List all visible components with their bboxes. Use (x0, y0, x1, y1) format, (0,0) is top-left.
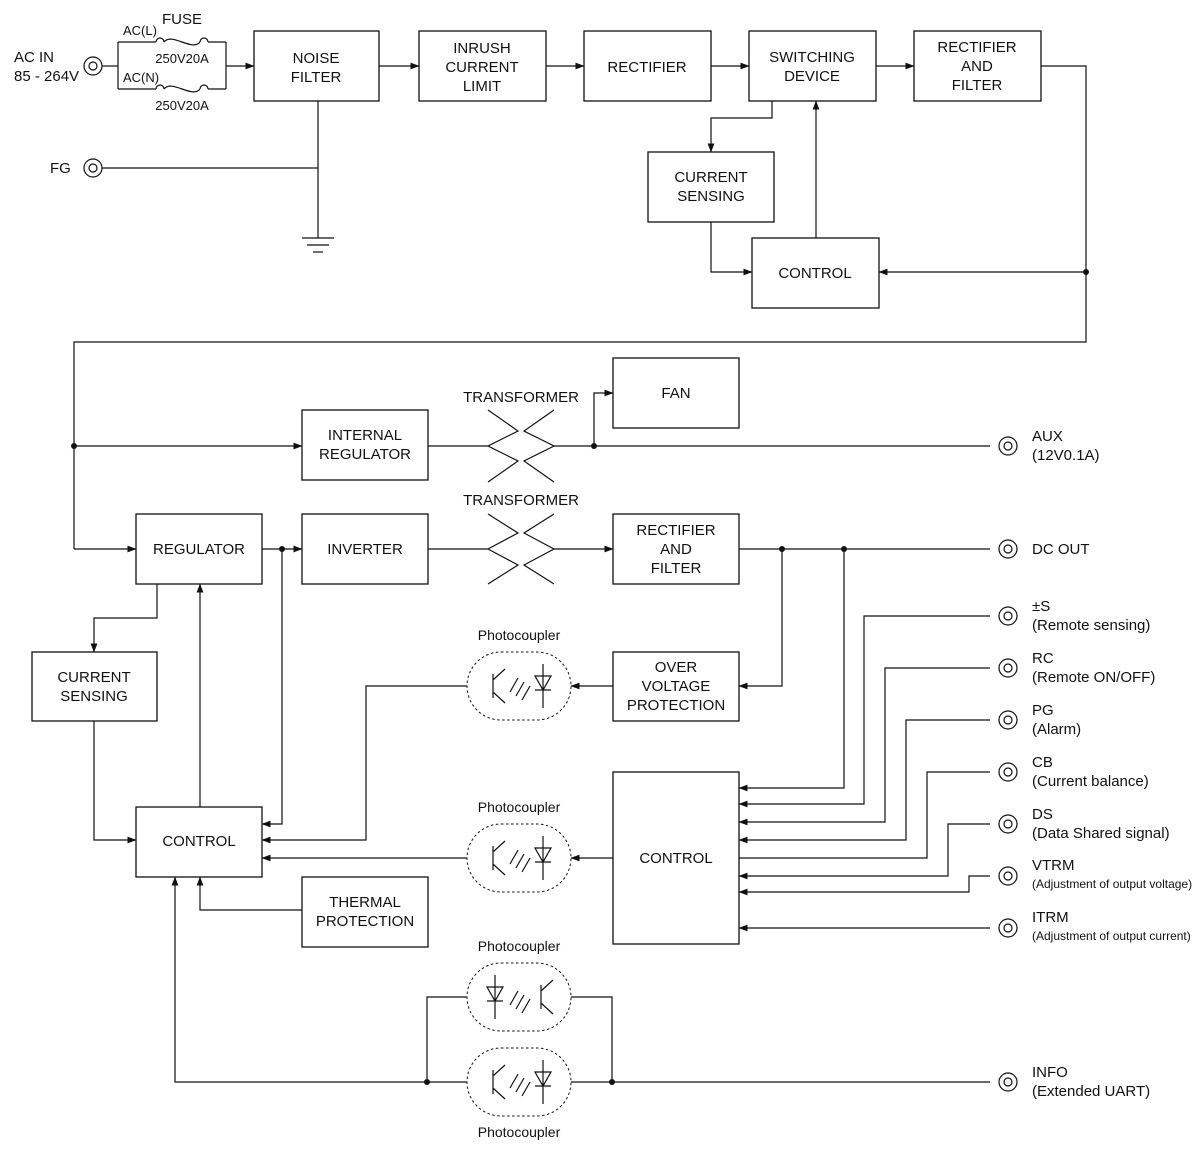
current-balance-terminal (998, 762, 1018, 782)
photocoupler-info-lower-label: Photocoupler (478, 1124, 561, 1140)
ac-in-terminal (83, 56, 103, 76)
dc-out-label: DC OUT (1032, 541, 1090, 558)
photocoupler-control-label: Photocoupler (478, 799, 561, 815)
remote-sensing-terminal (998, 606, 1018, 626)
control-primary-block (751, 237, 880, 309)
terminal-symbols (83, 56, 1018, 1092)
thermal-protection-block (301, 876, 429, 948)
aux-terminal (998, 436, 1018, 456)
line-l-label: AC(L) (123, 23, 157, 38)
remote-sensing-label: ±S(Remote sensing) (1032, 598, 1150, 634)
vtrm-terminal (998, 866, 1018, 886)
itrm-label: ITRM(Adjustment of output current) (1032, 909, 1191, 943)
rectifier-primary-block (583, 30, 712, 102)
control-left-label: CONTROL (162, 833, 235, 850)
inrush-current-limit-block (418, 30, 547, 102)
switching-device-block (748, 30, 877, 102)
photocoupler-ovp-label: Photocoupler (478, 627, 561, 643)
fuse-l-symbol (155, 37, 209, 46)
dc-out-terminal (998, 539, 1018, 559)
info-terminal (998, 1072, 1018, 1092)
wiring (71, 41, 1089, 1085)
inverter-block (301, 513, 429, 585)
aux-label: AUX(12V0.1A) (1032, 428, 1100, 464)
photocoupler-info-upper (466, 962, 572, 1032)
current-sensing-primary-block (647, 151, 775, 223)
remote-on-off-terminal (998, 658, 1018, 678)
data-shared-label: DS(Data Shared signal) (1032, 806, 1170, 842)
current-balance-label: CB(Current balance) (1032, 754, 1149, 790)
noise-filter-block (253, 30, 380, 102)
info-label: INFO(Extended UART) (1032, 1064, 1150, 1100)
fan-label: FAN (661, 385, 690, 402)
alarm-label: PG(Alarm) (1032, 702, 1081, 738)
photocoupler-ovp (466, 651, 572, 721)
fg-terminal (83, 158, 103, 178)
photocoupler-info-lower (466, 1047, 572, 1117)
fg-label: FG (50, 160, 71, 177)
regulator-block (135, 513, 263, 585)
fuse-title: FUSE (162, 11, 202, 28)
current-sensing-secondary-block (31, 651, 158, 722)
alarm-terminal (998, 710, 1018, 730)
transformer-main-label: TRANSFORMER (463, 492, 579, 509)
fan-block (612, 357, 740, 429)
photocoupler-info-upper-label: Photocoupler (478, 938, 561, 954)
transformer-aux-label: TRANSFORMER (463, 389, 579, 406)
rectifier-and-filter-primary-block (913, 30, 1042, 102)
regulator-label: REGULATOR (153, 541, 245, 558)
rectifier-and-filter-secondary-block (612, 513, 740, 585)
control-right-block (612, 771, 740, 945)
control-right-label: CONTROL (639, 850, 712, 867)
fuse-n-rating: 250V20A (155, 98, 209, 113)
vtrm-label: VTRM(Adjustment of output voltage) (1032, 857, 1192, 891)
photocoupler-control (466, 823, 572, 893)
fuse-l-rating: 250V20A (155, 51, 209, 66)
internal-regulator-block (301, 409, 429, 481)
line-n-label: AC(N) (123, 70, 159, 85)
transformer-main-symbol (486, 513, 556, 585)
transformer-aux-symbol (486, 409, 556, 483)
data-shared-terminal (998, 814, 1018, 834)
itrm-terminal (998, 918, 1018, 938)
control-left-block (135, 806, 263, 878)
inverter-label: INVERTER (327, 541, 403, 558)
control-primary-label: CONTROL (778, 265, 851, 282)
fuse-n-symbol (155, 84, 209, 93)
rectifier-primary-label: RECTIFIER (607, 59, 686, 76)
remote-on-off-label: RC(Remote ON/OFF) (1032, 650, 1155, 686)
over-voltage-protection-block (612, 651, 740, 722)
